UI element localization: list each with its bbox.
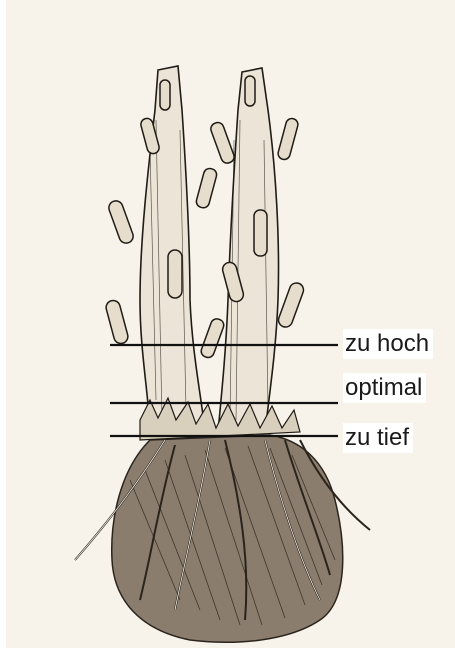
label-too-high: zu hoch: [343, 329, 433, 359]
label-optimal: optimal: [343, 373, 426, 403]
label-too-deep: zu tief: [343, 423, 413, 453]
